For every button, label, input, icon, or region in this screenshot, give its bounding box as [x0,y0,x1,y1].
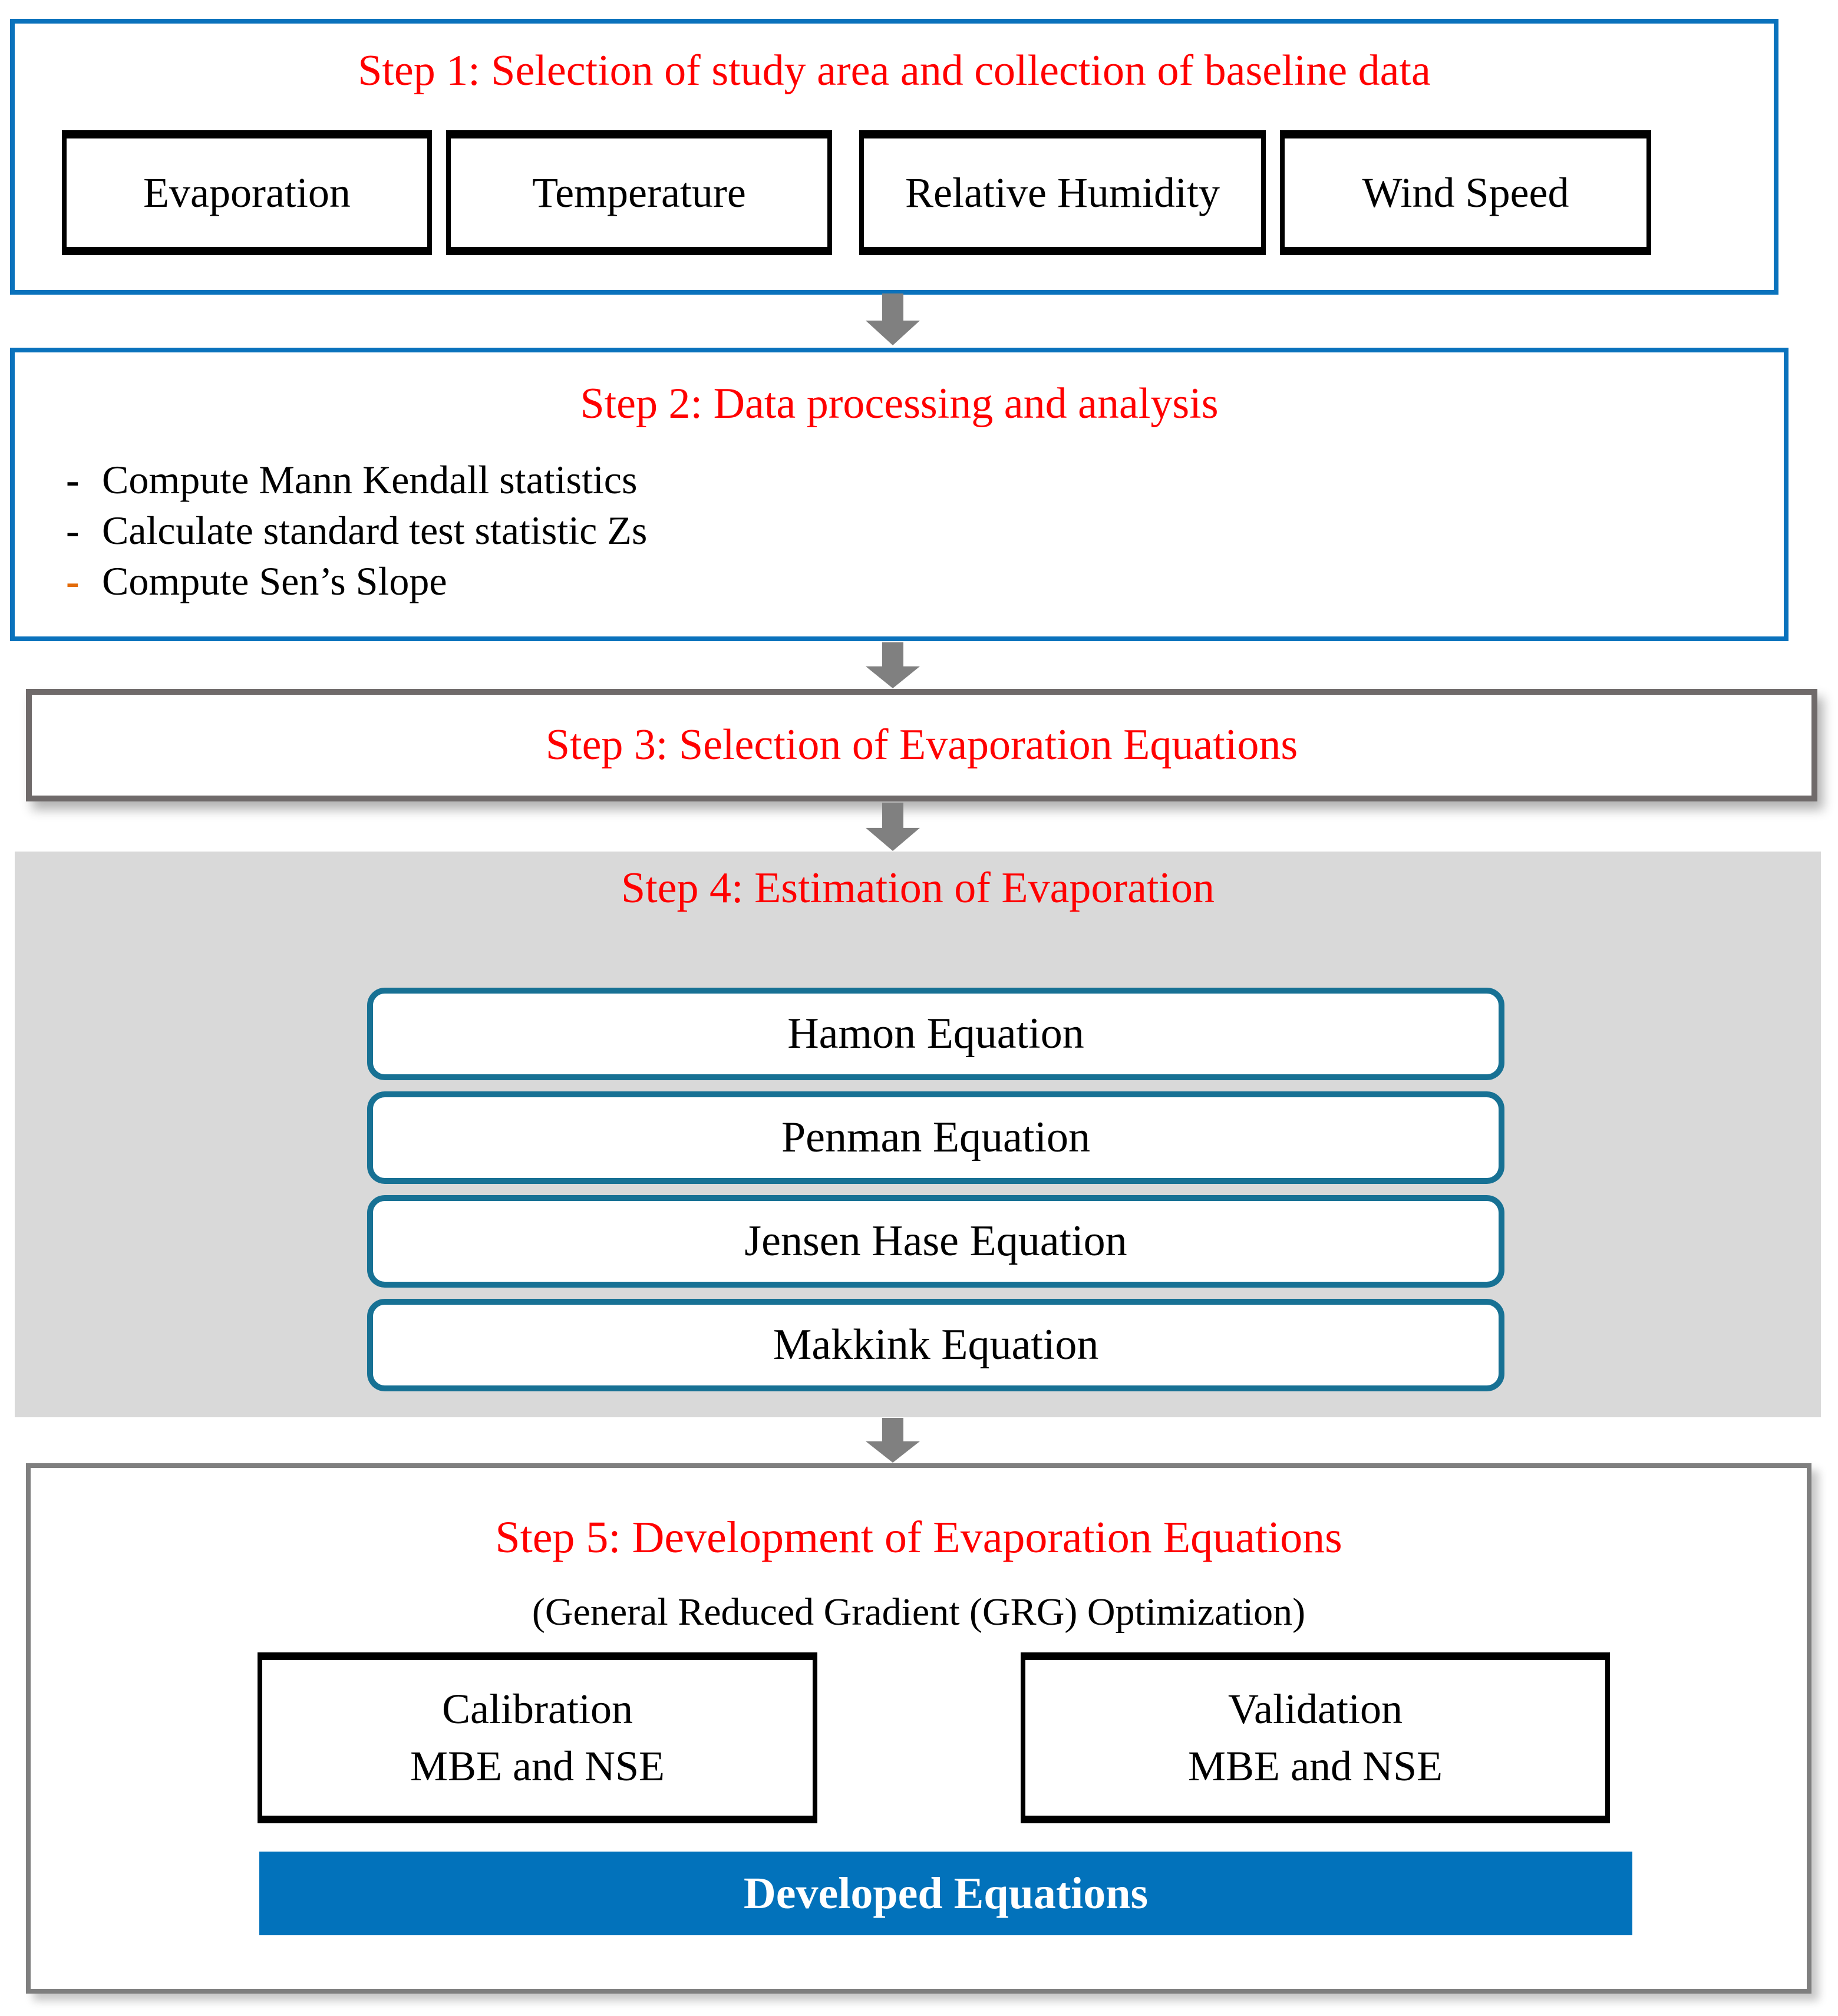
step3-box: Step 3: Selection of Evaporation Equatio… [26,689,1817,801]
developed-equations-bar: Developed Equations [259,1852,1632,1936]
list-item: - Compute Mann Kendall statistics [15,460,1784,500]
arrow-down-icon [0,293,1838,347]
baseline-data-row: Evaporation Temperature Relative Humidit… [62,130,1774,256]
calibration-box: Calibration MBE and NSE [258,1652,817,1824]
wind-speed-box: Wind Speed [1280,130,1651,256]
step2-box: Step 2: Data processing and analysis - C… [10,348,1788,641]
makkink-equation-label: Makkink Equation [773,1321,1099,1369]
penman-equation-box: Penman Equation [367,1091,1504,1184]
step5-subtitle: (General Reduced Gradient (GRG) Optimiza… [532,1591,1306,1634]
step3-title: Step 3: Selection of Evaporation Equatio… [545,720,1298,769]
step5-box: Step 5: Development of Evaporation Equat… [26,1463,1811,1994]
step4-panel: Step 4: Estimation of Evaporation Hamon … [15,852,1821,1417]
list-item: - Calculate standard test statistic Zs [15,510,1784,550]
hamon-equation-box: Hamon Equation [367,988,1504,1080]
arrow-down-icon [0,642,1838,688]
calibration-label: Calibration [442,1685,633,1733]
list-item: - Compute Sen’s Slope [15,561,1784,601]
equations-column: Hamon Equation Penman Equation Jensen Ha… [367,988,1504,1403]
hamon-equation-label: Hamon Equation [787,1009,1084,1058]
temperature-box: Temperature [446,130,832,256]
step2-title: Step 2: Data processing and analysis [580,380,1219,428]
step4-title: Step 4: Estimation of Evaporation [621,864,1215,912]
wind-speed-label: Wind Speed [1362,169,1569,216]
jensen-hase-equation-label: Jensen Hase Equation [744,1217,1127,1265]
evaporation-box: Evaporation [62,130,432,256]
validation-box: Validation MBE and NSE [1021,1652,1610,1824]
step5-title: Step 5: Development of Evaporation Equat… [495,1513,1342,1562]
validation-metrics-label: MBE and NSE [1188,1743,1443,1790]
temperature-label: Temperature [532,169,746,216]
jensen-hase-equation-box: Jensen Hase Equation [367,1195,1504,1288]
developed-equations-label: Developed Equations [743,1868,1149,1918]
list-item-text: Calculate standard test statistic Zs [102,508,648,553]
bullet-dash: - [66,457,80,503]
step2-list: - Compute Mann Kendall statistics - Calc… [15,460,1784,601]
relative-humidity-box: Relative Humidity [859,130,1266,256]
step1-box: Step 1: Selection of study area and coll… [10,19,1778,295]
makkink-equation-box: Makkink Equation [367,1299,1504,1391]
calibration-validation-row: Calibration MBE and NSE Validation MBE a… [258,1652,1807,1824]
calibration-metrics-label: MBE and NSE [410,1743,665,1790]
bullet-dash-orange: - [66,559,80,604]
penman-equation-label: Penman Equation [781,1113,1091,1162]
step1-title: Step 1: Selection of study area and coll… [358,47,1431,95]
list-item-text: Compute Mann Kendall statistics [102,457,638,503]
arrow-down-icon [0,1418,1838,1463]
relative-humidity-label: Relative Humidity [905,169,1220,216]
list-item-text: Compute Sen’s Slope [102,559,447,604]
arrow-down-icon [0,803,1838,851]
bullet-dash: - [66,508,80,553]
validation-label: Validation [1228,1685,1403,1733]
evaporation-label: Evaporation [143,169,351,216]
